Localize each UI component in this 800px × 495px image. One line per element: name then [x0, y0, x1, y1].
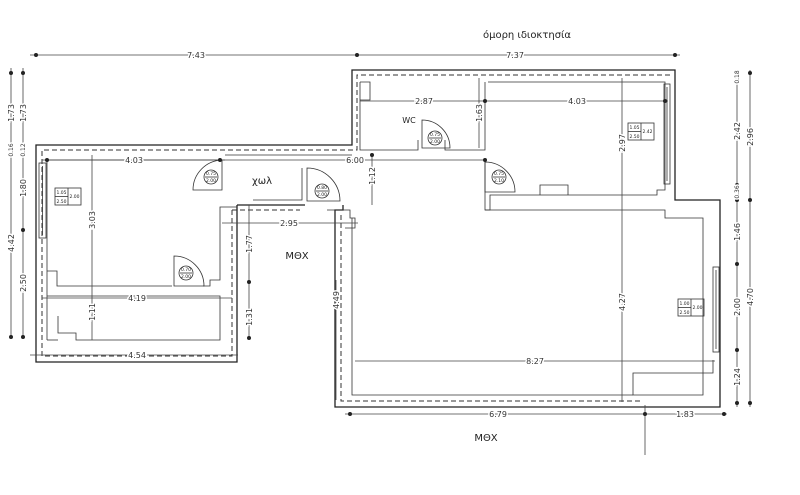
door-height: 2.10 [494, 178, 504, 184]
inner-walls [46, 81, 714, 396]
dim-label: 0.36 [734, 185, 741, 199]
dim-label: 2.87 [415, 97, 433, 106]
room-label-mthx: ΜΘΧ [285, 251, 308, 262]
dim-label: 2.96 [746, 128, 755, 146]
window-height: 2.50 [56, 199, 66, 205]
dim-label: 7.43 [187, 51, 205, 60]
window-height: 2.50 [679, 310, 689, 316]
door-width: 0.75 [206, 171, 216, 177]
window-height: 2.50 [629, 134, 639, 140]
dim-label: 4.03 [125, 156, 143, 165]
door-hall-right: 0.80 2.00 [306, 167, 341, 202]
dim-label: 1.46 [733, 223, 742, 241]
dim-label: 8.27 [526, 357, 544, 366]
window-sill: 2.42 [642, 129, 652, 135]
dim-label: 2.50 [19, 274, 28, 292]
window-tag-top-right: 1.05 2.50 2.42 [627, 122, 655, 141]
door-width: 0.70 [181, 267, 191, 273]
dim-label: 4.03 [568, 97, 586, 106]
door-width: 0.75 [430, 132, 440, 138]
dim-label: 1.63 [475, 104, 484, 122]
dim-label: 0.16 [8, 143, 15, 157]
room-label-wc: WC [402, 116, 416, 125]
door-right-room: 0.75 2.10 [484, 161, 516, 193]
dim-label: 4.54 [128, 351, 146, 360]
door-height: 2.00 [206, 178, 216, 184]
dim-label: 1.80 [19, 179, 28, 197]
door-height: 2.00 [430, 139, 440, 145]
dim-label: 2.95 [280, 219, 298, 228]
dim-label: 0.12 [20, 143, 27, 157]
dim-label: 2.00 [733, 298, 742, 316]
dim-label: 1.83 [676, 410, 694, 419]
windows [38, 83, 720, 353]
dim-label: 1.31 [245, 308, 254, 326]
dim-label: 4.49 [332, 291, 341, 309]
door-hall-left: 0.75 2.00 [192, 159, 223, 191]
dimension-ticks [9, 53, 752, 416]
window-sill: 2.00 [692, 305, 702, 311]
dim-label: 1.73 [19, 104, 28, 122]
dim-label: 3.03 [88, 211, 97, 229]
dim-label: 2.42 [733, 122, 742, 140]
dim-label: 4.70 [746, 288, 755, 306]
dim-label: 0.18 [734, 70, 741, 84]
door-width: 0.75 [494, 171, 504, 177]
window-width: 1.05 [56, 190, 66, 196]
dim-label: 1.73 [7, 104, 16, 122]
dim-label: 1.24 [733, 368, 742, 386]
dim-label: 1.12 [368, 167, 377, 185]
dim-label: 4.27 [618, 293, 627, 311]
door-left-lower: 0.70 2.00 [173, 255, 205, 287]
door-width: 0.80 [317, 185, 327, 191]
dim-label: 4.42 [7, 234, 16, 252]
window-width: 1.00 [679, 301, 689, 307]
dim-label: 2.97 [618, 134, 627, 152]
dim-label: 4.19 [128, 294, 146, 303]
window-tag-left: 1.05 2.50 2.00 [54, 187, 82, 206]
room-label-mthx-bottom: ΜΘΧ [474, 433, 497, 444]
dimension-labels: 7.43 7.37 4.03 6.00 2.87 4.03 2.95 4.19 … [6, 50, 757, 421]
outer-walls [35, 69, 721, 408]
dim-label: 7.37 [506, 51, 524, 60]
window-tag-right: 1.00 2.50 2.00 [677, 298, 705, 317]
window-sill: 2.00 [69, 194, 79, 200]
dim-label: 1.77 [245, 235, 254, 253]
dim-label: 1.11 [88, 303, 97, 321]
room-label-hall: χωλ [252, 176, 272, 187]
door-wc: 0.75 2.00 [421, 119, 451, 149]
dim-label: 6.00 [346, 156, 364, 165]
window-width: 1.05 [629, 125, 639, 131]
neighbor-property-label: όμορη ιδιοκτησία [483, 29, 571, 41]
door-height: 2.00 [317, 192, 327, 198]
door-height: 2.00 [181, 274, 191, 280]
dim-label: 6.79 [489, 410, 507, 419]
